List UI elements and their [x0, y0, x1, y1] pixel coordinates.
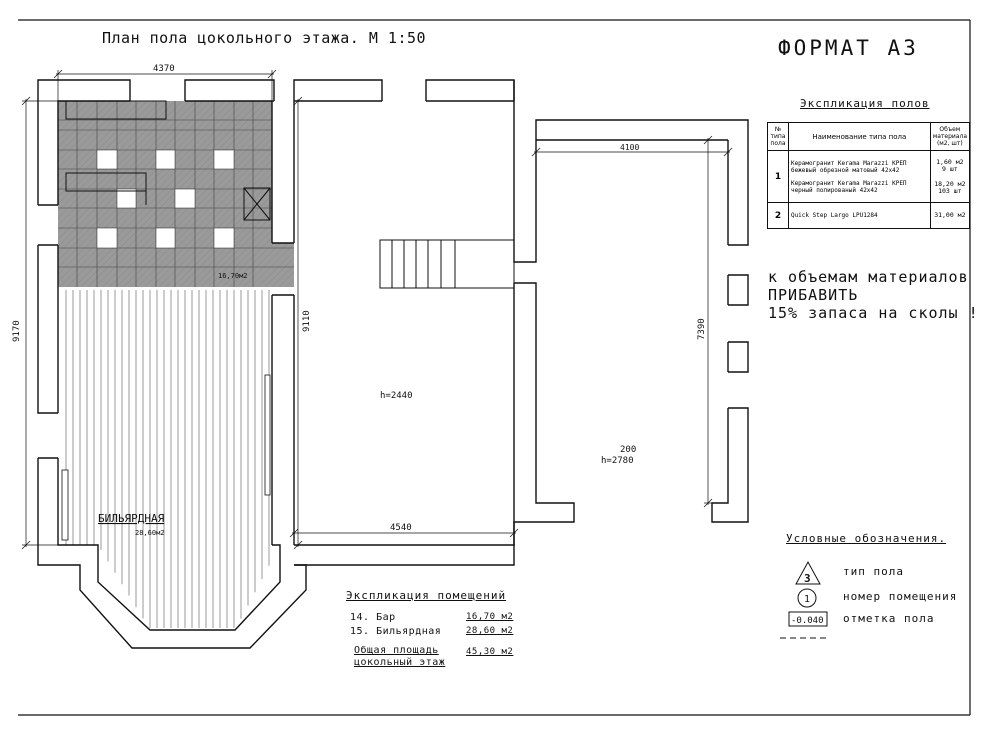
floor-explication-table: № типа пола Наименование типа пола Объем… [767, 122, 971, 229]
room-explication-title: Экспликация помещений [346, 589, 507, 602]
row2-vol: 31,00 м2 [929, 202, 971, 229]
row1-item2-vol-b: 103 шт [938, 186, 962, 195]
bar-tile-floor [58, 100, 294, 287]
total-area-label-2: цокольный этаж [354, 657, 446, 668]
row1-item1-vol-b: 9 шт [942, 164, 958, 173]
stairs [379, 239, 515, 289]
row1-item1: Керамогранит Kerama Marazzi КРЕП бежевый… [790, 159, 907, 174]
room-15-area: 28,60 м2 [466, 626, 514, 636]
row1-item2-vol-a: 18,20 м2 [934, 179, 966, 188]
dim-9170: 9170 [12, 320, 22, 342]
col-name-header: Наименование типа пола [787, 122, 931, 151]
row1-item2: Керамогранит Kerama Marazzi КРЕП черный … [790, 179, 907, 194]
row1-item1-vol-a: 1,60 м2 [936, 157, 964, 166]
row2-no: 2 [767, 202, 789, 229]
room200-height: h=2780 [601, 456, 634, 466]
dim-4540: 4540 [390, 523, 412, 533]
legend-level-label: отметка пола [843, 612, 935, 625]
room-no-symbol-number: 1 [804, 594, 810, 605]
floor-type-symbol-number: 3 [804, 572, 811, 585]
billiard-area: 28,60м2 [135, 529, 165, 537]
row1-no: 1 [767, 150, 789, 203]
floor-explication-title: Экспликация полов [800, 97, 930, 110]
room-14-name: 14. Бар [350, 612, 396, 623]
dim-9110: 9110 [302, 310, 312, 332]
walls [37, 79, 749, 649]
dim-4100: 4100 [620, 143, 639, 152]
note-line3: 15% запаса на сколы ! [768, 304, 979, 322]
dimension-lines [21, 69, 733, 550]
room-14-area: 16,70 м2 [466, 612, 514, 622]
bar-area: 16,70м2 [218, 272, 248, 280]
legend-title: Условные обозначения. [786, 532, 947, 545]
stair-hall-height: h=2440 [380, 391, 413, 401]
sheet-frame [18, 19, 971, 716]
col-volume-header: Объем материала (м2, шт) [929, 122, 971, 151]
format-label: ФОРМАТ А3 [778, 36, 919, 60]
row2-item: Quick Step Largo LPU1284 [787, 202, 931, 229]
dim-7390: 7390 [697, 318, 707, 340]
room-15-name: 15. Бильярдная [350, 626, 442, 637]
sheet-title: План пола цокольного этажа. М 1:50 [102, 29, 427, 47]
legend-floor-type-label: тип пола [843, 565, 904, 578]
note-line1: к объемам материалов [768, 268, 969, 286]
legend-room-no-label: номер помещения [843, 590, 958, 603]
total-area-label-1: Общая площадь [354, 645, 439, 656]
row1-volumes: 1,60 м2 9 шт 18,20 м2 103 шт [929, 150, 971, 203]
total-area-value: 45,30 м2 [466, 647, 514, 657]
room200-number: 200 [620, 445, 636, 455]
note-line2: ПРИБАВИТЬ [768, 286, 859, 304]
billiard-laminate-floor [58, 287, 294, 630]
level-symbol-value: -0.040 [791, 616, 824, 626]
billiard-name: БИЛЬЯРДНАЯ [98, 512, 165, 525]
col-no-header: № типа пола [767, 122, 789, 151]
row1-items: Керамогранит Kerama Marazzi КРЕП бежевый… [787, 150, 931, 203]
dim-4370: 4370 [153, 64, 175, 74]
legend-symbols [780, 560, 830, 639]
